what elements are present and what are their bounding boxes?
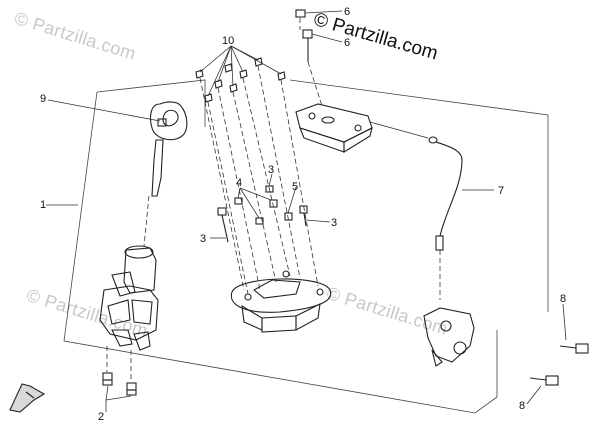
callout-8a: 8 (560, 293, 566, 305)
assembly-dashed-lines (143, 65, 319, 295)
callout-2: 2 (98, 411, 104, 423)
callout-7: 7 (498, 185, 504, 197)
screw-part-2 (102, 346, 137, 396)
screw-part-10 (195, 57, 286, 103)
callout-6a: 6 (344, 6, 350, 18)
cable-part (369, 121, 463, 300)
screws-cluster (217, 185, 308, 243)
callout-6b: 6 (344, 37, 350, 49)
ignition-switch-part (99, 245, 159, 351)
lock-bracket-part (295, 103, 373, 153)
callout-3b: 3 (268, 164, 274, 176)
fuel-cap-part (230, 270, 332, 333)
latch-part (423, 307, 475, 367)
assembly-frame (63, 79, 549, 414)
callout-5: 5 (292, 181, 298, 193)
callout-1: 1 (40, 199, 46, 211)
callout-8b: 8 (519, 400, 525, 412)
callout-9: 9 (40, 93, 46, 105)
callout-10: 10 (222, 35, 234, 47)
screw-part-8 (529, 343, 589, 386)
callout-4: 4 (236, 177, 242, 189)
leader-lines (46, 10, 567, 412)
callout-3a: 3 (200, 233, 206, 245)
callout-3c: 3 (331, 217, 337, 229)
screw-part-6 (295, 9, 323, 107)
key-part (150, 101, 188, 197)
front-arrow-icon (9, 383, 46, 413)
